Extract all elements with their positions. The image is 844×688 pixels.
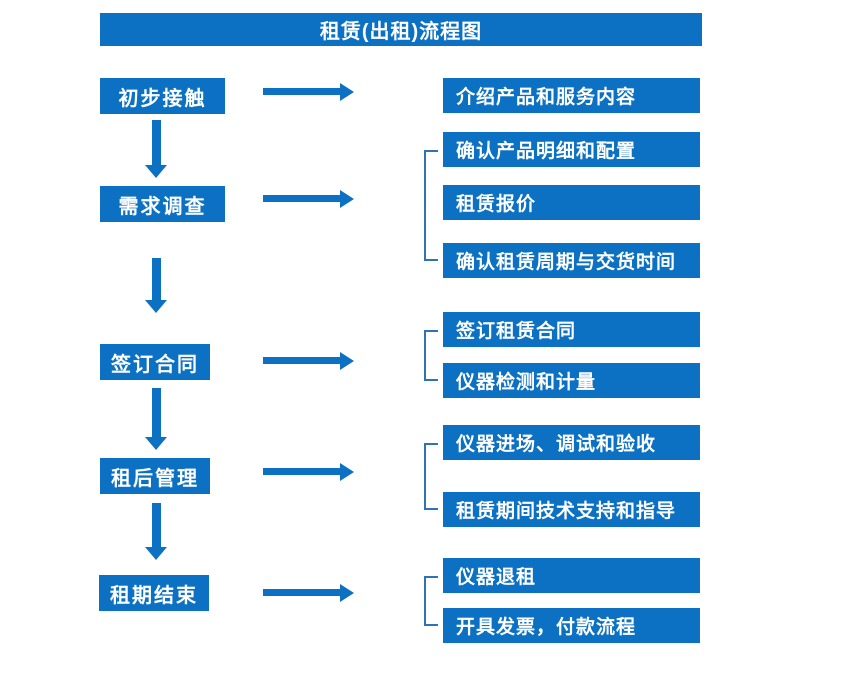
detail-box-intro-products: 介绍产品和服务内容 [443,78,700,113]
down-arrow-icon [145,388,167,450]
right-arrow-icon [263,190,354,208]
group-bracket-lease-end [424,576,438,626]
step-box-lease-end: 租期结束 [99,575,209,611]
step-box-post-rental-management: 租后管理 [100,458,210,494]
group-bracket-demand-survey [424,150,438,261]
detail-box-confirm-details: 确认产品明细和配置 [443,132,700,167]
step-box-initial-contact: 初步接触 [100,78,225,114]
group-bracket-sign-contract [424,330,438,381]
detail-box-instrument-return: 仪器退租 [443,558,700,593]
detail-box-confirm-period: 确认租赁周期与交货时间 [443,243,700,278]
flowchart-title: 租赁(出租)流程图 [100,13,702,46]
detail-box-instrument-inspection: 仪器检测和计量 [443,363,700,398]
right-arrow-icon [263,352,354,370]
detail-box-instrument-setup: 仪器进场、调试和验收 [443,425,700,460]
down-arrow-icon [145,503,167,560]
step-box-demand-survey: 需求调查 [100,186,225,222]
detail-box-invoice-payment: 开具发票，付款流程 [443,608,700,643]
detail-box-sign-lease-contract: 签订租赁合同 [443,312,700,347]
step-box-sign-contract: 签订合同 [100,344,210,380]
right-arrow-icon [263,584,354,602]
down-arrow-icon [145,258,167,313]
down-arrow-icon [145,120,167,178]
right-arrow-icon [263,83,354,101]
detail-box-rental-quote: 租赁报价 [443,185,700,220]
detail-box-tech-support: 租赁期间技术支持和指导 [443,492,700,527]
group-bracket-post-management [424,443,438,510]
right-arrow-icon [263,463,354,481]
